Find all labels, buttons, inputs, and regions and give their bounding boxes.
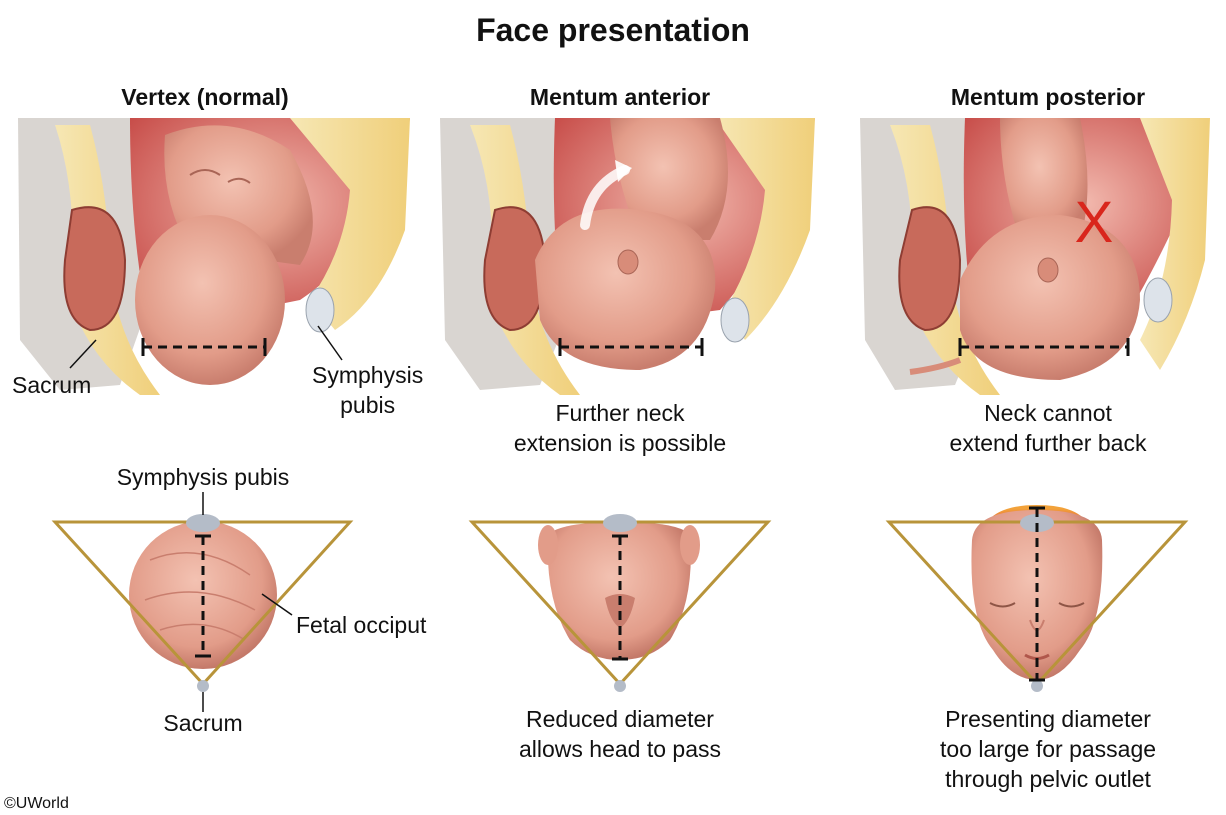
caption-mentum-anterior-top: Further neck extension is possible (513, 400, 727, 456)
symphysis-bone (305, 287, 335, 333)
mentum-posterior-sagittal (860, 118, 1210, 395)
mentum-anterior-sagittal (440, 118, 815, 395)
label-sacrum-bottom: Sacrum (163, 710, 243, 736)
sacrum-marker (197, 680, 209, 692)
presenting-diameters (141, 338, 1130, 356)
caption-mentum-posterior-bottom: Presenting diameter too large for passag… (939, 706, 1157, 792)
rectum (63, 206, 127, 332)
copyright: ©UWorld (4, 795, 69, 812)
page-title: Face presentation (476, 12, 750, 48)
symphysis-marker (186, 514, 220, 532)
label-sacrum-top: Sacrum (12, 372, 92, 398)
panel-heading-vertex: Vertex (normal) (121, 84, 289, 110)
label-symphysis-pubis-top: Symphysis pubis (312, 362, 424, 418)
caption-mentum-anterior-bottom: Reduced diameter allows head to pass (518, 706, 721, 762)
panel-heading-mentum-anterior: Mentum anterior (529, 84, 711, 110)
x-mark-icon: X (1075, 190, 1114, 255)
sagittal-illustrations: X (18, 118, 1210, 395)
vertex-outlet (51, 492, 354, 712)
mentum-posterior-outlet (885, 505, 1189, 692)
label-symphysis-pubis-bottom: Symphysis pubis (116, 464, 290, 490)
vertex-sagittal (18, 118, 410, 395)
caption-mentum-posterior-top: Neck cannot extend further back (949, 400, 1147, 456)
panel-heading-mentum-posterior: Mentum posterior (950, 84, 1146, 110)
mentum-anterior-outlet (468, 514, 772, 692)
label-fetal-occiput: Fetal occiput (296, 612, 427, 638)
abdominal-wall (290, 118, 410, 330)
fetal-head (135, 215, 285, 385)
outlet-views (51, 492, 1189, 712)
